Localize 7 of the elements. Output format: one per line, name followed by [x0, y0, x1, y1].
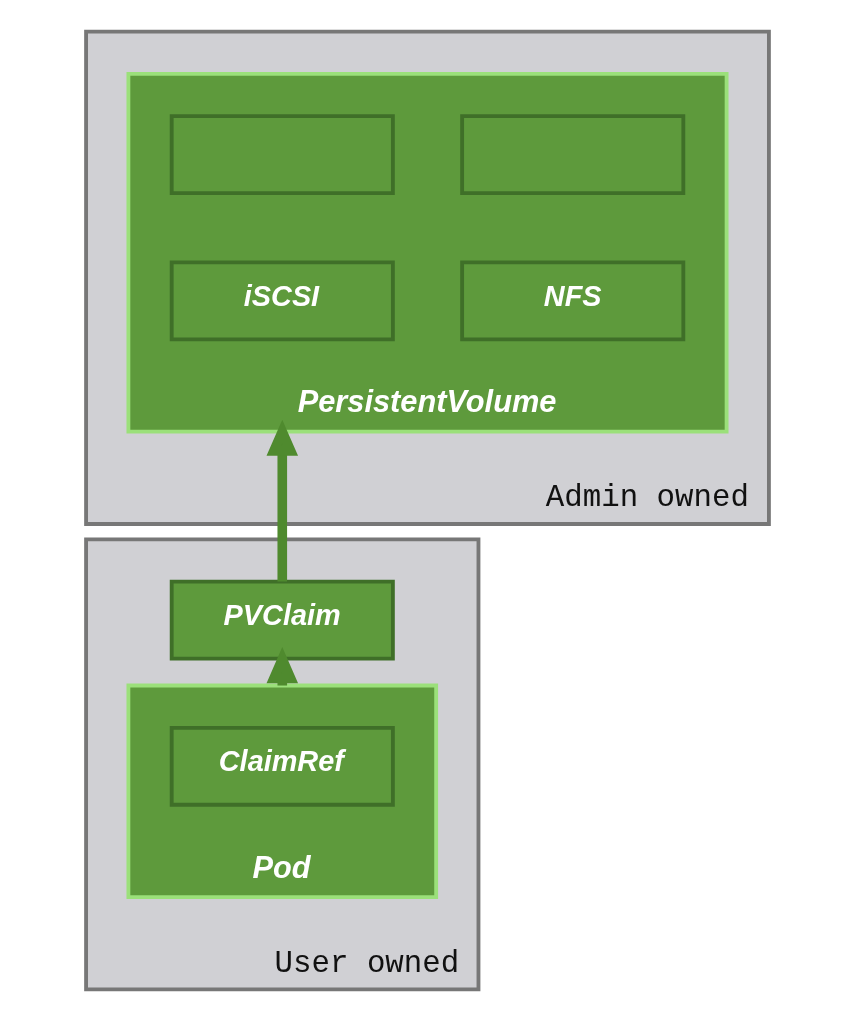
node-box: PVClaim [169, 579, 395, 661]
node-box: iSCSI [169, 260, 395, 342]
node-box [459, 114, 685, 196]
arrow [266, 419, 298, 582]
node-box: NFS [459, 260, 685, 342]
node-box [169, 114, 395, 196]
node-box: ClaimRef [169, 725, 395, 807]
